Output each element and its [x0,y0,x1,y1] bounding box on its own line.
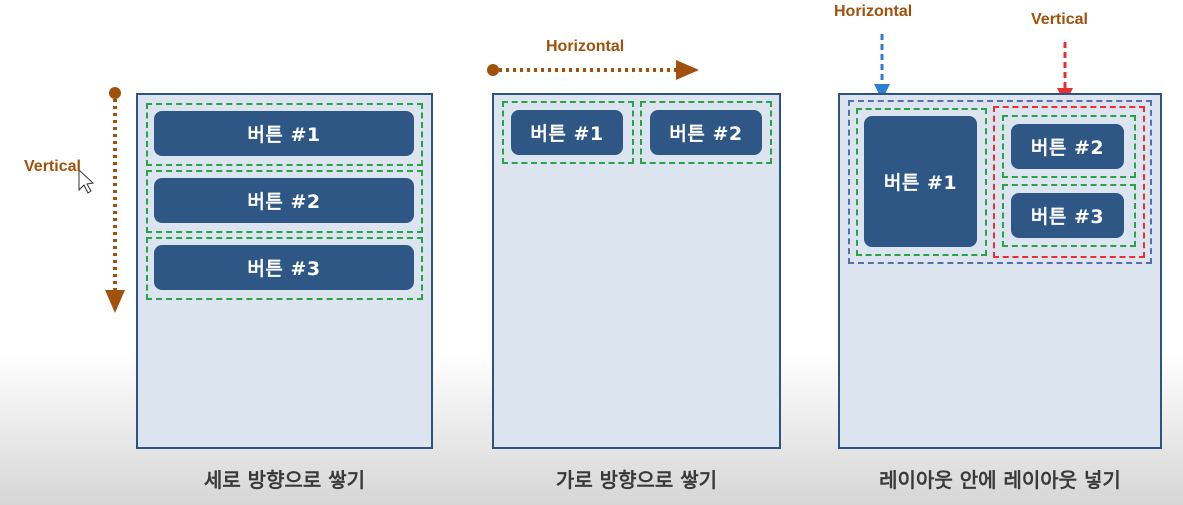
button-2[interactable]: 버튼 #2 [154,178,414,223]
horizontal-stack-caption: 가로 방향으로 쌓기 [555,468,718,492]
inner-vertical-label: Vertical [1031,11,1088,28]
nested-slot-2 [1002,115,1136,178]
nested-layout-caption: 레이아웃 안에 레이아웃 넣기 [879,468,1121,492]
horizontal-arrow-icon [487,60,699,80]
nested-slot-1 [856,108,987,256]
horizontal-slot-1 [502,101,634,164]
outer-horizontal-label: Horizontal [834,3,913,20]
horizontal-direction-label: Horizontal [546,38,625,55]
button-2[interactable]: 버튼 #2 [1011,124,1124,169]
vertical-slot-2 [146,170,423,233]
mouse-cursor-icon [78,168,95,194]
button-3[interactable]: 버튼 #3 [154,245,414,290]
button-2[interactable]: 버튼 #2 [650,110,762,155]
vertical-direction-label: Vertical [24,158,81,175]
horizontal-down-arrow-icon [874,34,890,100]
horizontal-slot-2 [640,101,772,164]
outer-horizontal-layout [848,100,1152,264]
inner-vertical-layout [993,106,1145,258]
button-1[interactable]: 버튼 #1 [154,111,414,156]
vertical-arrow-icon [105,87,125,313]
nested-slot-3 [1002,184,1136,247]
button-1[interactable]: 버튼 #1 [511,110,623,155]
vertical-stack-caption: 세로 방향으로 쌓기 [203,468,366,492]
vertical-slot-1 [146,103,423,166]
vertical-slot-3 [146,237,423,300]
button-3[interactable]: 버튼 #3 [1011,193,1124,238]
button-1[interactable]: 버튼 #1 [864,116,977,247]
